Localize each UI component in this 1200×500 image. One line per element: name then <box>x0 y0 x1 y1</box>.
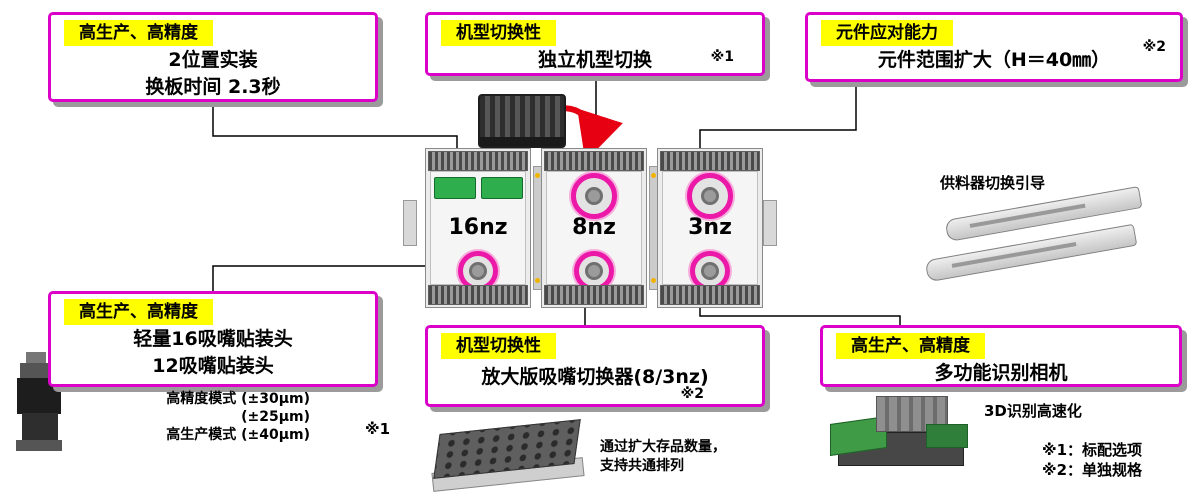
nozzle-wheel-icon <box>458 251 498 291</box>
heatsink-icon <box>428 285 528 305</box>
nozzle-hole <box>585 187 603 205</box>
precision-mode-text: 高精度模式 (±30μm) (±25μm) 高生产模式 (±40μm) <box>80 390 310 444</box>
callout-text: 换板时间 2.3秒 <box>145 76 281 98</box>
machine-side-tab <box>763 200 777 246</box>
module-8nz: 8nz <box>541 148 647 308</box>
callout-text: 12吸嘴贴装头 <box>152 355 274 377</box>
machine-thumbnail-base <box>480 137 564 146</box>
callout-tag: 机型切换性 <box>441 20 556 46</box>
callout-top-right: 元件应对能力 元件范围扩大（H＝40㎜） ※2 <box>805 12 1183 82</box>
callout-top-middle: 机型切换性 独立机型切换 ※1 <box>425 12 765 76</box>
precision-line: 高精度模式 (±30μm) <box>166 391 310 407</box>
legend-note-2: ※2：单独规格 <box>1042 461 1143 479</box>
callout-text: 多功能识别相机 <box>934 362 1068 384</box>
reference-note: ※2 <box>1142 39 1166 55</box>
legend-note-1: ※1：标配选项 <box>1042 441 1143 459</box>
callout-text: 轻量16吸嘴贴装头 <box>133 328 293 350</box>
machine-side-tab <box>403 200 417 246</box>
screw-dot-icon <box>651 173 656 178</box>
reference-note: ※1 <box>710 49 734 65</box>
head-part <box>26 352 46 364</box>
screw-dot-icon <box>651 278 656 283</box>
module-3nz: 3nz <box>657 148 763 308</box>
heatsink-icon <box>544 285 644 305</box>
heatsink-icon <box>660 151 760 171</box>
conveyor-units <box>426 177 530 199</box>
changer-description-text: 通过扩大存品数量， 支持共通排列 <box>600 438 726 476</box>
changer-line: 通过扩大存品数量， <box>600 439 726 455</box>
callout-text: 放大版吸嘴切换器(8/3nz) <box>481 366 709 388</box>
connector-line <box>212 265 456 291</box>
callout-tag: 机型切换性 <box>441 333 556 359</box>
nozzle-hole <box>469 262 487 280</box>
module-label: 8nz <box>572 215 616 240</box>
module-label: 3nz <box>688 215 732 240</box>
head-part <box>20 363 54 379</box>
heatsink-icon <box>544 151 644 171</box>
conveyor-unit-icon <box>480 177 523 199</box>
callout-bottom-left: 高生产、高精度 轻量16吸嘴贴装头 12吸嘴贴装头 <box>48 291 378 387</box>
callout-top-left: 高生产、高精度 2位置实装 换板时间 2.3秒 <box>48 12 378 102</box>
machine-thumbnail-icon <box>478 94 566 148</box>
nozzle-hole <box>585 262 603 280</box>
reference-note: ※1 <box>365 420 391 438</box>
heatsink-icon <box>660 285 760 305</box>
callout-tag: 高生产、高精度 <box>64 20 213 46</box>
screw-dot-icon <box>535 173 540 178</box>
legend-notes: ※1：标配选项 ※2：单独规格 <box>1042 440 1142 480</box>
module-16nz: 16nz <box>425 148 531 308</box>
callout-text: 2位置实装 <box>168 49 258 71</box>
nozzle-wheel-icon <box>687 173 733 219</box>
nozzle-hole <box>701 187 719 205</box>
recognition-camera-icon <box>830 390 970 472</box>
nozzle-hole <box>701 262 719 280</box>
callout-tag: 高生产、高精度 <box>64 299 213 325</box>
camera-part <box>926 424 968 448</box>
feeder-guide-label: 供料器切换引导 <box>940 174 1046 192</box>
callout-text: 独立机型切换 <box>537 49 652 71</box>
callout-bottom-right: 高生产、高精度 多功能识别相机 <box>820 325 1182 387</box>
module-label: 16nz <box>448 215 508 240</box>
precision-line: 高生产模式 (±40μm) <box>166 427 310 443</box>
head-part <box>22 413 58 441</box>
callout-tag: 元件应对能力 <box>821 20 953 46</box>
callout-text: 元件范围扩大（H＝40㎜） <box>877 49 1111 71</box>
nozzle-changer-icon <box>430 419 590 492</box>
heatsink-icon <box>428 151 528 171</box>
callout-tag: 高生产、高精度 <box>836 333 985 359</box>
nozzle-wheel-icon <box>571 173 617 219</box>
callout-bottom-middle: 机型切换性 放大版吸嘴切换器(8/3nz) ※2 <box>425 325 765 407</box>
reference-note: ※2 <box>680 386 704 402</box>
conveyor-unit-icon <box>433 177 476 199</box>
changer-line: 支持共通排列 <box>600 458 684 474</box>
screw-dot-icon <box>535 278 540 283</box>
precision-line: (±25μm) <box>241 409 310 425</box>
camera-3d-label: 3D识别高速化 <box>984 402 1082 420</box>
head-part <box>16 440 62 451</box>
machine-illustration: 16nz 8nz 3nz <box>403 148 777 308</box>
